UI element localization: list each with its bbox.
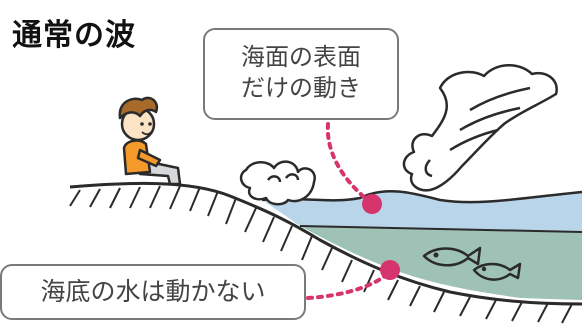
wind-gust-icon [402, 64, 558, 192]
fish-icon [422, 246, 482, 267]
bottom-callout: 海底の水は動かない [0, 264, 306, 320]
water-layer-boundary [299, 225, 582, 233]
bottom-pointer-dot [380, 260, 400, 280]
person-sitting-icon [118, 96, 182, 186]
surface-callout: 海面の表面 だけの動き [203, 28, 399, 120]
surface-callout-line1: 海面の表面 [241, 43, 361, 71]
diagram-title: 通常の波 [12, 18, 136, 53]
surface-pointer-dot [362, 194, 382, 214]
bottom-pointer-line [306, 270, 392, 300]
seabed-hatching [69, 185, 573, 324]
surface-callout-line2: だけの動き [241, 74, 361, 102]
fish-icon [472, 262, 522, 281]
surface-pointer-line [325, 122, 372, 204]
wave-crest-icon [239, 160, 316, 206]
sea-surface-line [261, 189, 582, 204]
